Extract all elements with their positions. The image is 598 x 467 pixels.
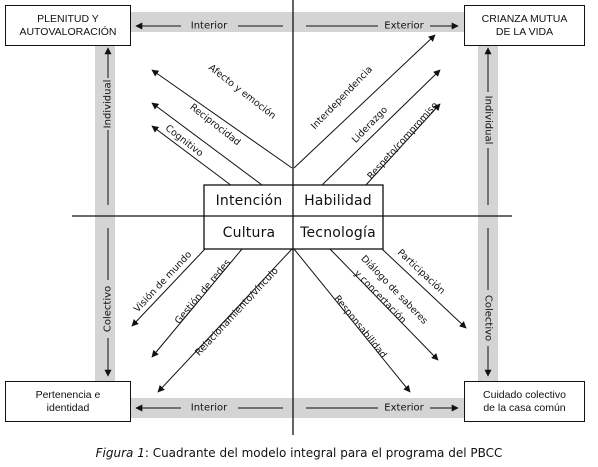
frame-band-right <box>478 12 498 418</box>
center-tecnologia: Tecnología <box>294 218 382 248</box>
label-participacion: Participación <box>395 247 447 297</box>
corner-bottom-left-line2: identidad <box>46 401 90 414</box>
corner-top-right-line2: DE LA VIDA <box>495 25 554 38</box>
figure-caption-text: : Cuadrante del modelo integral para el … <box>144 446 503 460</box>
arrow-participacion <box>381 248 467 329</box>
label-afecto: Afecto y emoción <box>206 62 278 121</box>
arrow-dialogo <box>329 248 439 361</box>
arrow-liderazgo <box>321 69 441 186</box>
label-cognitivo: Cognitivo <box>163 123 205 159</box>
center-cultura: Cultura <box>206 218 292 248</box>
figure-caption: Figura 1: Cuadrante del modelo integral … <box>0 446 598 460</box>
arrow-reciprocidad <box>151 102 263 186</box>
frame-band-left <box>95 12 115 418</box>
arrow-relacionamiento <box>157 248 293 393</box>
frame-band-bottom <box>95 398 500 418</box>
corner-top-left-line1: PLENITUD Y <box>37 12 99 25</box>
arrow-cognitivo <box>151 125 233 187</box>
corner-bottom-left-line1: Pertenencia e <box>35 388 101 401</box>
arrow-responsabilidad <box>293 248 411 393</box>
figure-caption-label: Figura 1 <box>95 446 145 460</box>
frame-bands <box>95 12 500 418</box>
corner-top-left-line2: AUTOVALORACIÓN <box>19 25 117 38</box>
arrow-respeto <box>364 103 441 187</box>
frame-label-left-top: Individual <box>103 80 114 129</box>
frame-label-bottom-right: Exterior <box>384 403 424 414</box>
corner-bottom-right-line2: de la casa común <box>483 401 566 414</box>
frame-label-left-bottom: Colectivo <box>103 286 114 332</box>
arrow-gestion <box>151 248 243 358</box>
label-reciprocidad: Reciprocidad <box>188 102 243 148</box>
center-habilidad: Habilidad <box>294 187 382 215</box>
frame-arrows <box>104 22 492 412</box>
frame-label-right-bottom: Colectivo <box>483 295 494 341</box>
frame-band-top <box>95 12 500 32</box>
diagonal-arrows <box>131 34 467 393</box>
corner-top-right-line1: CRIANZA MUTUA <box>481 12 568 25</box>
arrow-interdependencia <box>293 34 436 169</box>
corner-bottom-right-line1: Cuidado colectivo <box>483 388 566 401</box>
frame-label-bottom-left: Interior <box>191 403 228 414</box>
frame-label-top-right: Exterior <box>384 21 424 32</box>
frame-label-right-top: Individual <box>483 96 494 145</box>
frame-label-top-left: Interior <box>191 21 228 32</box>
center-intencion: Intención <box>206 187 292 215</box>
arrow-afecto <box>151 69 293 169</box>
arrow-vision <box>131 248 206 327</box>
